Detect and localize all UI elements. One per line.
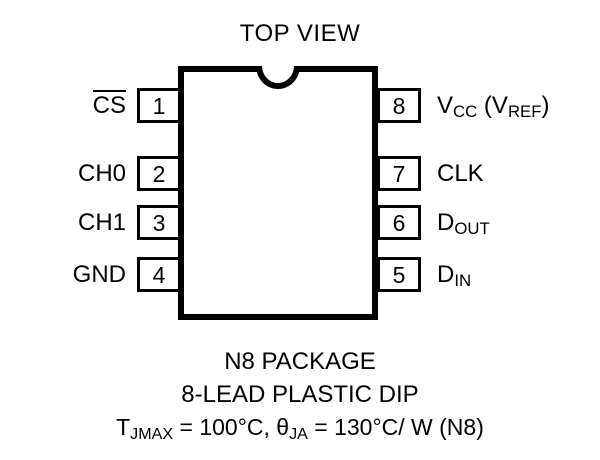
- pin-label-dout-sub: OUT: [454, 218, 490, 238]
- pin-box-4: 4: [137, 257, 181, 292]
- pin-box-6: 6: [377, 205, 421, 240]
- pin-label-vcc-main: V: [437, 92, 454, 119]
- pin-box-3: 3: [137, 205, 181, 240]
- pin-label-din: DIN: [437, 257, 471, 294]
- diagram-title: TOP VIEW: [239, 20, 361, 47]
- pin-label-clk: CLK: [437, 156, 484, 191]
- pin-label-vcc-tail2: ): [541, 92, 550, 119]
- pin-label-vref-sub: REF: [507, 101, 542, 121]
- caption-tjmax-symbol: T: [116, 414, 131, 440]
- pin-label-vcc: VCC (VREF): [437, 88, 550, 125]
- pin-box-1: 1: [137, 88, 181, 123]
- caption-package-type: 8-LEAD PLASTIC DIP: [181, 381, 419, 408]
- pin-box-5: 5: [377, 257, 421, 292]
- caption-thermal-specs: TJMAX = 100°C, θJA = 130°C/ W (N8): [0, 414, 600, 443]
- pin-label-dout: DOUT: [437, 205, 490, 242]
- pin-box-8: 8: [377, 88, 421, 123]
- package-notch-icon: [256, 66, 300, 89]
- pin-label-dout-main: D: [437, 209, 455, 236]
- pin-label-cs: CS: [92, 88, 126, 123]
- pin-label-din-sub: IN: [454, 270, 472, 290]
- pin-box-7: 7: [377, 156, 421, 191]
- caption-thermal-mid: = 100°C, θ: [173, 414, 290, 440]
- pin-label-vcc-tail: (V: [477, 92, 508, 119]
- pin-label-ch0: CH0: [77, 160, 126, 187]
- pin-label-ch1: CH1: [77, 209, 126, 236]
- pin-label-gnd: GND: [72, 261, 126, 288]
- caption-thermal-post: = 130°C/ W (N8): [307, 414, 484, 440]
- caption-tjmax-sub: JMAX: [130, 424, 174, 443]
- package-body-outline: [178, 66, 378, 320]
- pin-label-cs-text: CS: [92, 90, 126, 119]
- pin-label-clk-main: CLK: [437, 160, 484, 187]
- pin-label-vcc-sub: CC: [453, 101, 478, 121]
- caption-thetaja-sub: JA: [289, 424, 308, 443]
- caption-package-name: N8 PACKAGE: [224, 348, 376, 375]
- pin-box-2: 2: [137, 156, 181, 191]
- pin-label-din-main: D: [437, 261, 455, 288]
